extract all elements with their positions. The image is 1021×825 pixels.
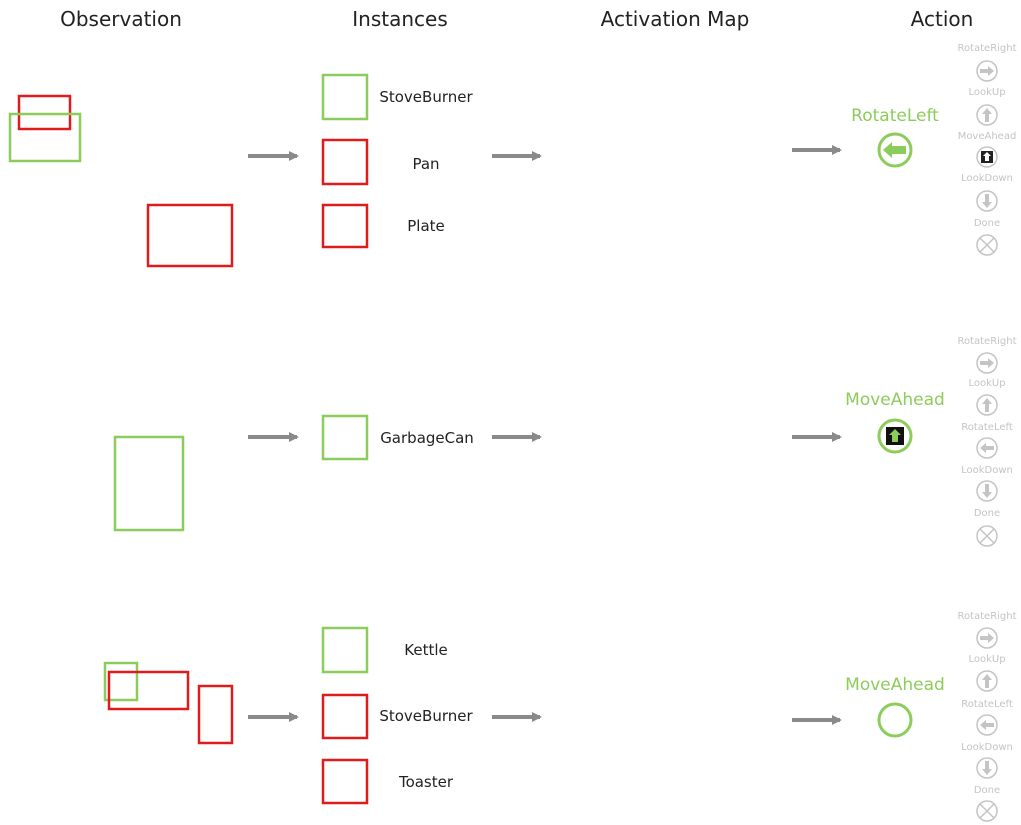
instance-label: StoveBurner — [379, 707, 473, 725]
chosen-action-label: MoveAhead — [845, 675, 945, 695]
row-2: GarbageCan MoveAhead RotateRight LookUp … — [113, 336, 1017, 547]
observation-box — [107, 670, 190, 711]
down-arrow-icon — [976, 480, 998, 502]
instance-label: Pan — [412, 155, 439, 173]
option-label: RotateLeft — [961, 699, 1013, 710]
option-label: LookUp — [968, 654, 1005, 665]
instance-label: GarbageCan — [380, 429, 474, 447]
right-arrow-icon — [976, 627, 998, 649]
instance-label: Plate — [407, 217, 445, 235]
action-options-1: RotateRight LookUp MoveAhead LookDown D — [957, 43, 1017, 256]
observation-box — [8, 112, 82, 163]
done-icon — [976, 525, 998, 547]
option-label: RotateRight — [957, 43, 1016, 54]
option-label: RotateLeft — [961, 422, 1013, 433]
left-arrow-icon — [976, 714, 998, 736]
instance-box — [321, 693, 369, 740]
option-label: LookUp — [968, 378, 1005, 389]
instance-box — [321, 73, 369, 121]
option-label: Done — [974, 218, 1000, 229]
option-label: LookDown — [961, 465, 1013, 476]
instance-box — [321, 626, 369, 674]
chosen-action-label: MoveAhead — [845, 390, 945, 410]
instance-box — [321, 758, 369, 805]
observation-box — [146, 203, 234, 268]
observation-box — [103, 661, 139, 702]
header-activation-map: Activation Map — [601, 7, 750, 31]
right-arrow-icon — [976, 352, 998, 374]
header-instances: Instances — [352, 7, 448, 31]
instance-box — [321, 203, 369, 249]
instance-box — [321, 138, 369, 186]
instances-3: Kettle StoveBurner Toaster — [321, 626, 473, 805]
up-arrow-icon — [976, 104, 998, 126]
empty-circle-icon — [877, 702, 913, 738]
observation-3 — [103, 661, 234, 745]
done-icon — [976, 234, 998, 256]
down-arrow-icon — [976, 757, 998, 779]
observation-2 — [113, 435, 185, 532]
header-observation: Observation — [60, 7, 182, 31]
header-action: Action — [911, 7, 974, 31]
observation-box — [113, 435, 185, 532]
instance-label: Kettle — [404, 641, 447, 659]
action-options-3: RotateRight LookUp RotateLeft LookDown D… — [957, 611, 1017, 822]
forward-icon — [877, 418, 913, 454]
left-arrow-icon — [976, 437, 998, 459]
right-arrow-icon — [976, 60, 998, 82]
done-icon — [976, 800, 998, 822]
instances-2: GarbageCan — [321, 414, 474, 461]
left-arrow-icon — [877, 132, 913, 168]
observation-1 — [8, 94, 234, 268]
option-label: RotateRight — [957, 611, 1016, 622]
up-arrow-icon — [976, 670, 998, 692]
chosen-action-label: RotateLeft — [851, 106, 939, 126]
row-1: StoveBurner Pan Plate RotateLeft RotateR… — [8, 43, 1017, 268]
forward-icon — [976, 146, 998, 168]
option-label: LookDown — [961, 173, 1013, 184]
observation-box — [197, 684, 234, 745]
option-label: LookDown — [961, 742, 1013, 753]
instance-label: StoveBurner — [379, 88, 473, 106]
option-label: Done — [974, 785, 1000, 796]
down-arrow-icon — [976, 190, 998, 212]
instance-box — [321, 414, 369, 461]
option-label: Done — [974, 508, 1000, 519]
observation-box — [17, 94, 72, 131]
option-label: RotateRight — [957, 336, 1016, 347]
row-3: Kettle StoveBurner Toaster MoveAhead Rot… — [103, 611, 1017, 822]
option-label: MoveAhead — [958, 131, 1017, 142]
action-options-2: RotateRight LookUp RotateLeft LookDown D… — [957, 336, 1017, 547]
instance-label: Toaster — [398, 773, 454, 791]
up-arrow-icon — [976, 394, 998, 416]
instances-1: StoveBurner Pan Plate — [321, 73, 473, 249]
option-label: LookUp — [968, 87, 1005, 98]
